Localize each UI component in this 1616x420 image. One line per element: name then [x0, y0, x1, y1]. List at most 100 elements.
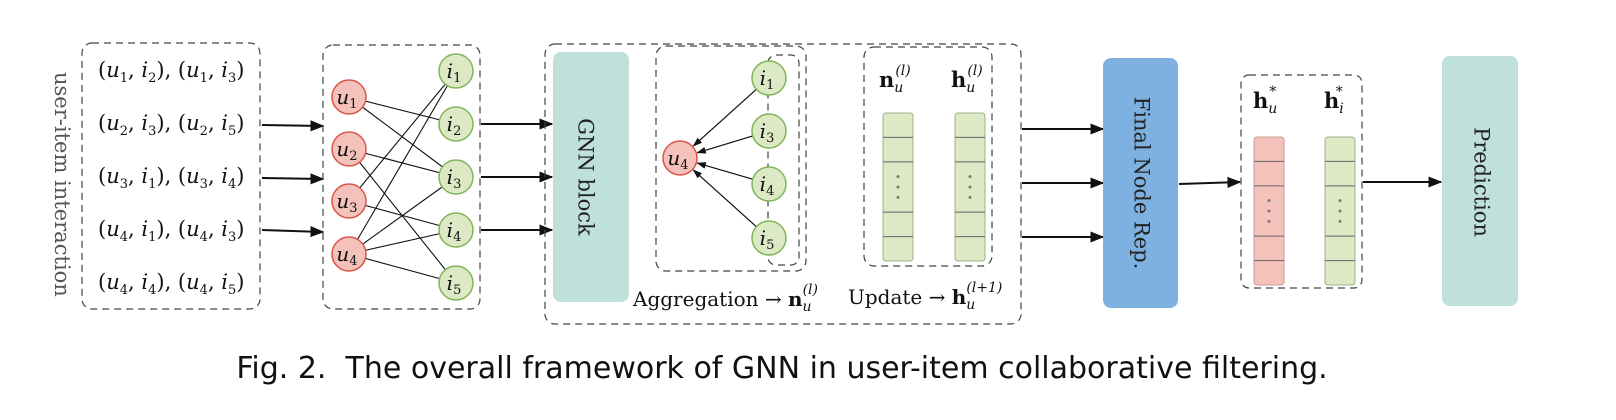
gnn-block-label: GNN block — [574, 118, 598, 236]
node-label: u4 — [667, 146, 688, 173]
figure-caption: Fig. 2. The overall framework of GNN in … — [236, 351, 1327, 386]
user-node-u3: u3 — [331, 183, 367, 219]
item-node-i2: i2 — [438, 106, 474, 142]
final-node-rep-block — [1103, 58, 1178, 308]
graph-edge — [348, 229, 457, 255]
neighbor-box — [767, 54, 800, 266]
arrows-graph-to-gnn — [481, 118, 554, 236]
prediction-label: Prediction — [1470, 127, 1494, 237]
graph-edge — [348, 70, 457, 202]
final-vector-i — [1324, 136, 1356, 286]
interaction-side-label: user-item interaction — [50, 72, 74, 297]
interaction-row: (u3, i1), (u3, i4) — [98, 164, 245, 192]
item-node-circle — [438, 106, 474, 142]
interaction-section: user-item interaction (u1, i2), (u1, i3)… — [50, 42, 261, 310]
ellipsis-dot — [1338, 209, 1342, 213]
final-vector-label-i: hi* — [1324, 84, 1344, 117]
node-label: u4 — [336, 242, 357, 269]
final-vectors-box — [1240, 74, 1363, 289]
node-label: i3 — [760, 119, 775, 146]
user-node-u1: u1 — [331, 79, 367, 115]
node-label: i3 — [447, 165, 462, 192]
node-label: i5 — [760, 226, 775, 253]
ellipsis-dot — [1267, 219, 1271, 223]
gnn-section: GNN block u4 i1 i3 i4 i5 Aggregation → nu(l)… — [544, 43, 1022, 325]
arrow — [261, 173, 325, 185]
aggregation-neighbor-node-i1: i1 — [751, 60, 787, 96]
final-node-section: Final Node Rep. — [1103, 58, 1178, 308]
node-label: i1 — [760, 66, 775, 93]
graph-edge — [348, 176, 457, 255]
arrows-gnn-to-final — [1022, 123, 1105, 243]
ellipsis-dot — [1267, 209, 1271, 213]
ellipsis-dot — [896, 195, 900, 199]
aggregation-neighbor-node-i3: i3 — [751, 113, 787, 149]
ellipsis-dot — [1267, 199, 1271, 203]
aggregation-neighbor-node-i4: i4 — [751, 166, 787, 202]
item-node-circle — [438, 212, 474, 248]
node-label: u2 — [336, 137, 357, 164]
aggregation-box — [655, 45, 807, 272]
update-label: Update → hu(l+1) — [848, 280, 1002, 313]
aggregation-neighbor-node-i5: i5 — [751, 220, 787, 256]
ellipsis-dot — [1338, 199, 1342, 203]
item-node-circle — [751, 166, 787, 202]
prediction-block — [1442, 56, 1518, 306]
final-node-rep-label: Final Node Rep. — [1130, 97, 1154, 270]
user-node-circle — [331, 183, 367, 219]
ellipsis-dot — [968, 175, 972, 179]
interaction-row: (u4, i4), (u4, i5) — [98, 270, 245, 298]
aggregation-center-user-node: u4 — [662, 140, 698, 176]
node-label: u1 — [336, 85, 357, 112]
user-node-circle — [331, 236, 367, 272]
arrow — [261, 225, 325, 238]
user-node-u4: u4 — [331, 236, 367, 272]
interaction-box — [81, 42, 261, 310]
ellipsis-dot — [968, 185, 972, 189]
aggregation-edge — [696, 135, 753, 154]
graph-edge — [348, 253, 457, 284]
node-label: i1 — [447, 59, 462, 86]
item-node-i3: i3 — [438, 159, 474, 195]
interaction-row: (u4, i1), (u4, i3) — [98, 217, 245, 245]
item-node-circle — [438, 265, 474, 301]
user-node-circle — [662, 140, 698, 176]
update-vector-label-h: hu(l) — [951, 63, 983, 96]
item-node-i1: i1 — [438, 53, 474, 89]
item-node-i5: i5 — [438, 265, 474, 301]
update-vector-n — [882, 112, 914, 262]
final-vectors-section: hu* hi* — [1240, 74, 1363, 289]
gnn-outer-box — [544, 43, 1022, 325]
update-vector-h — [954, 112, 986, 262]
item-node-circle — [751, 113, 787, 149]
update-box — [863, 46, 993, 267]
graph-edge — [348, 70, 457, 255]
aggregation-edge — [692, 88, 757, 147]
arrow — [261, 120, 325, 132]
gnn-block — [553, 52, 629, 302]
graph-edge — [348, 96, 457, 125]
node-label: i4 — [760, 172, 775, 199]
item-node-i4: i4 — [438, 212, 474, 248]
ellipsis-dot — [896, 185, 900, 189]
aggregation-label: Aggregation → nu(l) — [632, 282, 818, 315]
node-label: i2 — [447, 112, 462, 139]
item-node-circle — [438, 159, 474, 195]
item-node-circle — [751, 220, 787, 256]
node-label: i5 — [447, 271, 462, 298]
interaction-row: (u2, i3), (u2, i5) — [98, 111, 245, 139]
bipartite-graph: u1 u2 u3 u4 i1 i2 i3 i4 i5 — [322, 44, 481, 310]
interaction-row: (u1, i2), (u1, i3) — [98, 58, 245, 86]
user-node-u2: u2 — [331, 131, 367, 167]
aggregation-edge — [692, 169, 757, 228]
final-vector-label-u: hu* — [1253, 84, 1277, 117]
final-vector-u — [1253, 136, 1285, 286]
node-label: u3 — [336, 189, 357, 216]
arrows-interactions-to-graph — [261, 120, 325, 238]
aggregation-edge — [696, 162, 753, 180]
graph-edge — [348, 96, 457, 178]
user-node-circle — [331, 131, 367, 167]
ellipsis-dot — [896, 175, 900, 179]
item-node-circle — [751, 60, 787, 96]
